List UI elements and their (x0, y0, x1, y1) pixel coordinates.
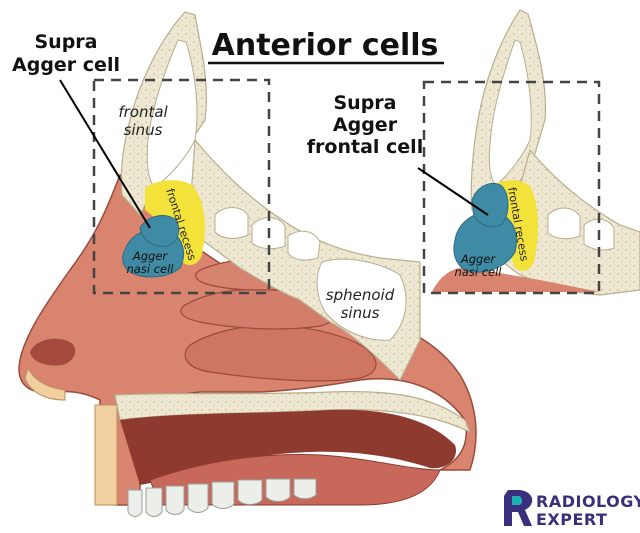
supra-agger-cell-left (139, 215, 180, 247)
right-callout-line-1: Supra (333, 92, 396, 114)
right-callout-line (417, 167, 489, 216)
nostril (30, 338, 76, 366)
logo-line-1: RADIOLOGY (536, 492, 640, 511)
agger-nasi-label-left-2: nasi cell (127, 262, 175, 276)
teeth (127, 478, 317, 517)
sphenoid-sinus-label-2: sinus (341, 304, 380, 322)
upper-lip-cartilage (24, 366, 66, 401)
radiology-expert-logo-icon (504, 490, 533, 526)
agger-nasi-label-right-1: Agger (460, 252, 497, 266)
logo-line-2: EXPERT (536, 510, 607, 529)
mucosa-right (432, 267, 600, 292)
sphenoid-sinus-cavity (316, 258, 407, 341)
frontal-sinus-label-2: sinus (124, 121, 163, 139)
agger-nasi-label-left-1: Agger (132, 249, 169, 263)
radiology-expert-logo: RADIOLOGY EXPERT (504, 490, 640, 529)
right-callout-line-2: Agger (333, 114, 398, 136)
left-zoom-box (92, 78, 271, 295)
right-zoom-box (422, 80, 601, 295)
right-callout-line-3: frontal cell (307, 136, 423, 158)
frontal-sinus-label-1: frontal (118, 103, 168, 121)
agger-nasi-label-right-2: nasi cell (455, 265, 503, 279)
sphenoid-sinus-label-1: sphenoid (326, 286, 395, 304)
left-anatomy (18, 11, 477, 517)
left-callout-line-1: Supra (34, 31, 97, 53)
supra-agger-frontal-cell-right (471, 183, 509, 228)
lip-bone (94, 404, 118, 506)
left-callout-line (59, 79, 151, 229)
title: Anterior cells (212, 28, 439, 63)
right-anatomy (432, 9, 640, 296)
left-callout-line-2: Agger cell (12, 54, 120, 76)
